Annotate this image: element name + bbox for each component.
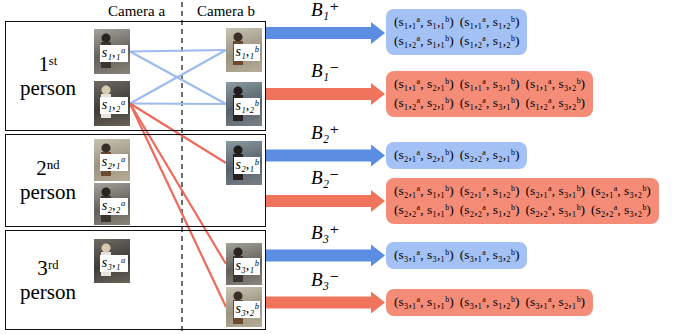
pair-set-box: (s₃,₁ᵃ, s₃,₁ᵇ) (s₃,₁ᵃ, s₃,₂ᵇ) [386,242,527,269]
person-box: 1ˢᵗ person s₁,₁ᵃ s₁,₂ᵃ s₁,₁ᵇ s₁,₂ᵇ [5,21,266,131]
sample-pair: (s₂,₂ᵃ, s₁,₂ᵇ) [460,202,520,219]
sample-pair: (s₂,₂ᵃ, s₃,₂ᵇ) [591,202,651,219]
sample-label: s₃,₁ᵇ [234,258,260,275]
sample-pair: (s₂,₁ᵃ, s₁,₂ᵇ) [460,183,520,200]
pair-set-box: (s₁,₁ᵃ, s₁,₁ᵇ) (s₁,₁ᵃ, s₁,₂ᵇ) (s₁,₂ᵃ, s₁,₁… [386,9,527,55]
camera-thumbnail: s₂,₁ᵇ [226,141,262,185]
camera-thumbnail: s₁,₂ᵇ [226,82,262,126]
sample-label: s₃,₁ᵃ [100,255,128,272]
sample-pair: (s₁,₂ᵃ, s₂,₁ᵇ) [394,95,454,112]
person-label: 1ˢᵗ person [12,52,84,100]
sample-pair: (s₁,₂ᵃ, s₁,₁ᵇ) [394,33,454,50]
sample-label: s₂,₁ᵇ [234,157,260,174]
camera-heading: Camera a [108,3,165,20]
block-arrow [266,22,385,44]
set-arrow [266,291,385,313]
sample-pair: (s₂,₁ᵃ, s₃,₂ᵇ) [591,183,651,200]
sample-label: s₁,₂ᵃ [100,97,128,114]
sample-label: s₂,₁ᵃ [100,154,128,171]
block-arrow [266,144,385,166]
sample-pair: (s₂,₁ᵃ, s₁,₁ᵇ) [394,183,454,200]
person-box: 3ʳᵈ person s₃,₁ᵃ s₃,₁ᵇ s₃,₂ᵇ [5,230,266,330]
sample-pair: (s₂,₁ᵃ, s₂,₁ᵇ) [394,147,454,164]
set-arrow [266,244,385,266]
set-arrow [266,144,385,166]
camera-thumbnail: s₃,₁ᵃ [94,239,130,283]
set-arrow [266,83,385,105]
pair-set-box: (s₁,₁ᵃ, s₂,₁ᵇ) (s₁,₁ᵃ, s₃,₁ᵇ) (s₁,₁ᵃ, s₃,₂… [386,71,593,117]
camera-thumbnail: s₃,₁ᵇ [226,243,262,285]
sample-pair: (s₁,₁ᵃ, s₁,₂ᵇ) [460,14,520,31]
set-arrow [266,22,385,44]
set-label: B₃⁻ [309,270,341,291]
sample-pair: (s₃,₁ᵃ, s₂,₁ᵇ) [525,294,585,311]
set-arrow [266,190,385,212]
sample-pair: (s₁,₁ᵃ, s₁,₁ᵇ) [394,14,454,31]
sample-label: s₂,₂ᵃ [100,198,128,215]
set-label: B₂⁺ [309,123,341,144]
match-line [130,50,226,52]
camera-thumbnail: s₁,₁ᵇ [226,28,262,72]
sample-label: s₃,₂ᵇ [234,301,260,318]
match-line [130,50,226,104]
sample-pair: (s₃,₁ᵃ, s₁,₁ᵇ) [394,294,454,311]
sample-pair: (s₃,₁ᵃ, s₃,₂ᵇ) [460,247,520,264]
sample-pair: (s₁,₂ᵃ, s₃,₂ᵇ) [525,95,585,112]
block-arrow [266,83,385,105]
sample-pair: (s₃,₁ᵃ, s₃,₁ᵇ) [394,247,454,264]
match-line-stroke [130,102,226,105]
set-label: B₁⁺ [309,0,341,21]
sample-label: s₁,₁ᵇ [234,44,260,61]
match-line-stroke [130,50,226,104]
sample-label: s₁,₂ᵇ [234,98,260,115]
set-label: B₁⁻ [309,61,341,82]
sample-pair: (s₁,₂ᵃ, s₃,₁ᵇ) [460,95,520,112]
sample-pair: (s₁,₁ᵃ, s₂,₁ᵇ) [394,76,454,93]
camera-thumbnail: s₂,₁ᵃ [94,139,130,181]
match-line [130,104,226,265]
match-line [130,103,226,105]
block-arrow [266,244,385,266]
pair-set-box: (s₂,₁ᵃ, s₂,₁ᵇ) (s₂,₂ᵃ, s₂,₁ᵇ) [386,142,527,169]
sample-pair: (s₂,₂ᵃ, s₃,₁ᵇ) [525,202,585,219]
set-label: B₂⁻ [309,168,341,189]
camera-heading: Camera b [197,3,255,20]
sample-pair: (s₂,₂ᵃ, s₂,₁ᵇ) [460,147,520,164]
block-arrow [266,291,385,313]
match-line-stroke [130,50,226,52]
pair-set-box: (s₃,₁ᵃ, s₁,₁ᵇ) (s₃,₁ᵃ, s₁,₂ᵇ) (s₃,₁ᵃ, s₂,₁… [386,289,593,316]
person-label: 2ⁿᵈ person [12,156,84,204]
camera-thumbnail: s₁,₂ᵃ [94,81,130,126]
camera-thumbnail: s₁,₁ᵃ [94,29,130,74]
block-arrow [266,190,385,212]
sample-pair: (s₂,₁ᵃ, s₃,₁ᵇ) [525,183,585,200]
match-line-stroke [130,104,226,265]
sample-pair: (s₃,₁ᵃ, s₁,₂ᵇ) [460,294,520,311]
pair-set-box: (s₂,₁ᵃ, s₁,₁ᵇ) (s₂,₁ᵃ, s₁,₂ᵇ) (s₂,₁ᵃ, s₃,₁… [386,178,659,224]
sample-pair: (s₁,₂ᵃ, s₁,₂ᵇ) [460,33,520,50]
sample-pair: (s₁,₁ᵃ, s₃,₁ᵇ) [460,76,520,93]
sample-label: s₁,₁ᵃ [100,45,128,62]
sample-pair: (s₁,₁ᵃ, s₃,₂ᵇ) [525,76,585,93]
camera-thumbnail: s₃,₂ᵇ [226,287,262,327]
person-label: 3ʳᵈ person [12,256,84,304]
camera-thumbnail: s₂,₂ᵃ [94,183,130,225]
person-box: 2ⁿᵈ person s₂,₁ᵃ s₂,₂ᵃ s₂,₁ᵇ [5,134,266,227]
set-label: B₃⁺ [309,223,341,244]
sample-pair: (s₂,₂ᵃ, s₁,₁ᵇ) [394,202,454,219]
